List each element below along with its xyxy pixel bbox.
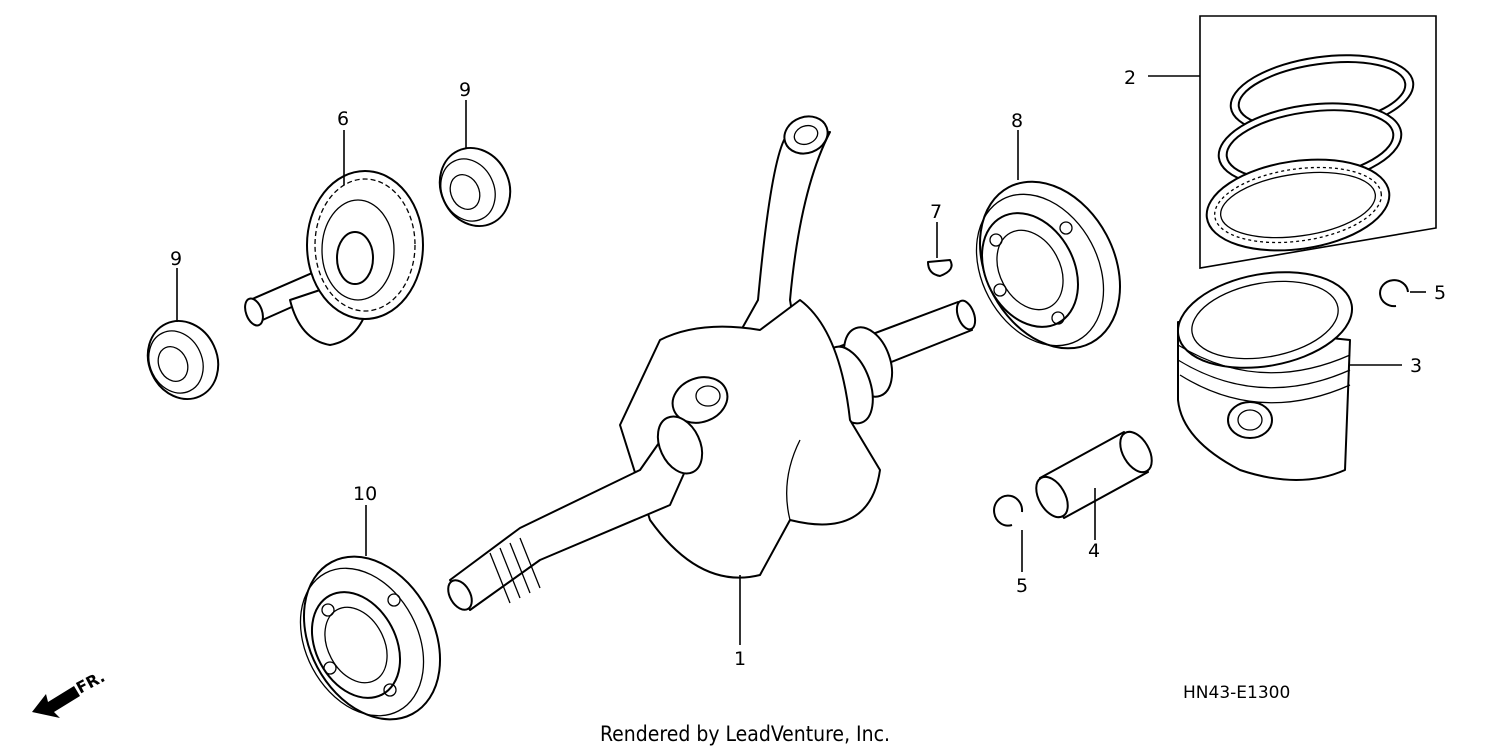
balancer-shaft-gear bbox=[244, 170, 424, 346]
callout-8: 8 bbox=[1011, 110, 1023, 132]
callout-9-lower: 9 bbox=[170, 248, 182, 270]
front-label: FR. bbox=[73, 667, 108, 698]
bearing-small-lower bbox=[146, 320, 220, 400]
piston-rings bbox=[1199, 15, 1437, 269]
callout-9-upper: 9 bbox=[459, 79, 471, 101]
callout-7: 7 bbox=[930, 201, 942, 223]
diagram-code: HN43-E1300 bbox=[1183, 683, 1290, 703]
leader-lines bbox=[176, 75, 1426, 645]
crankshaft-assembly bbox=[447, 115, 977, 611]
bearing-large-lower bbox=[299, 555, 442, 721]
callout-5-upper: 5 bbox=[1434, 282, 1446, 304]
piston bbox=[1176, 271, 1354, 481]
callout-3: 3 bbox=[1410, 355, 1422, 377]
circlip-lower bbox=[993, 494, 1024, 527]
callout-5-lower: 5 bbox=[1016, 575, 1028, 597]
front-arrow-icon bbox=[32, 686, 80, 718]
bearing-small-upper bbox=[438, 147, 512, 227]
credit-text: Rendered by LeadVenture, Inc. bbox=[600, 722, 890, 746]
woodruff-key bbox=[927, 259, 953, 277]
callout-1: 1 bbox=[734, 648, 746, 670]
front-direction-indicator: FR. bbox=[32, 667, 108, 718]
callout-2: 2 bbox=[1124, 67, 1136, 89]
circlip-upper bbox=[1379, 279, 1409, 308]
piston-pin bbox=[1035, 430, 1153, 519]
bearing-large-upper bbox=[975, 180, 1122, 350]
callout-6: 6 bbox=[337, 108, 349, 130]
callout-10: 10 bbox=[353, 483, 377, 505]
callout-4: 4 bbox=[1088, 540, 1100, 562]
